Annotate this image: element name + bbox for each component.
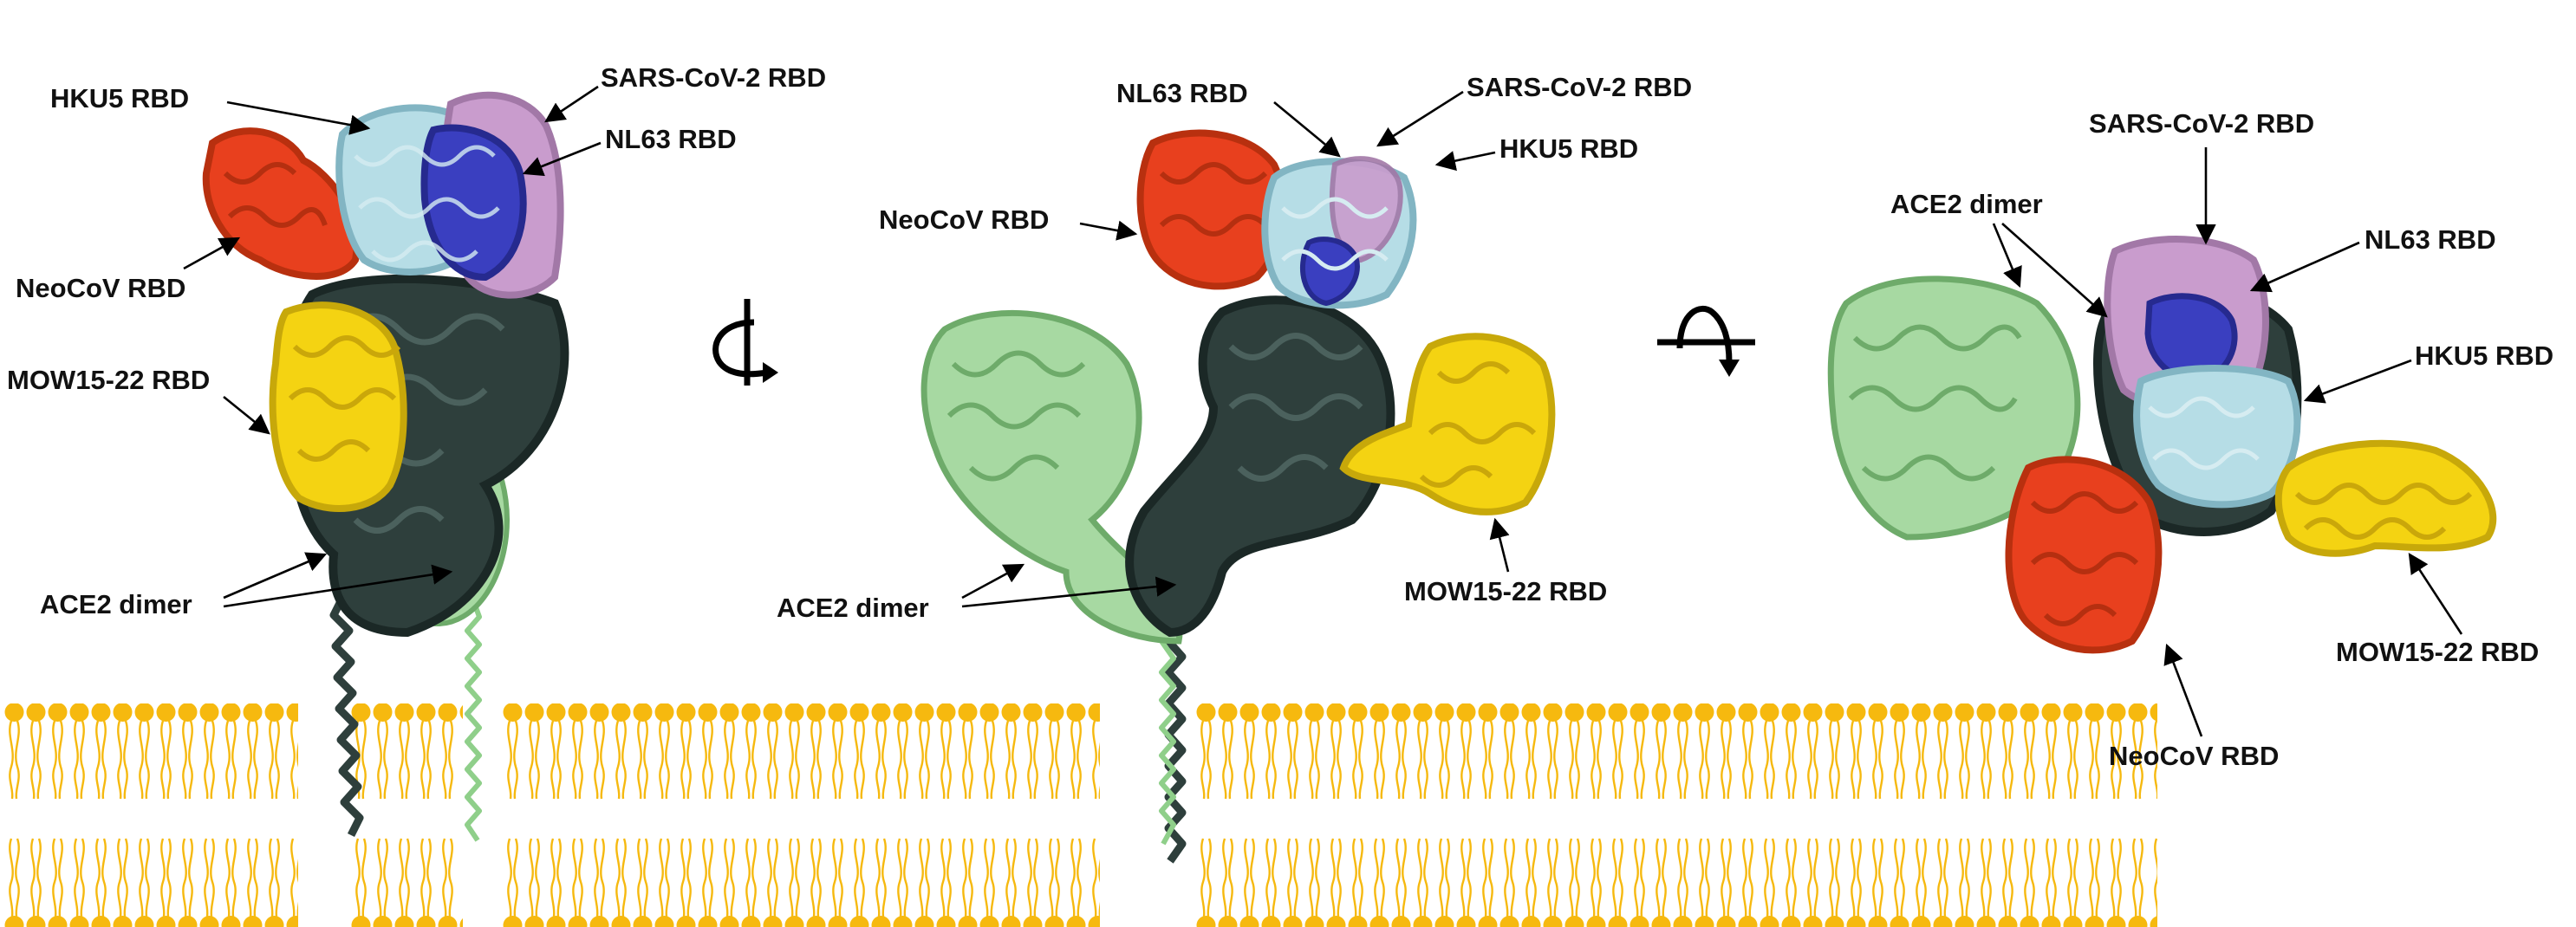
ace2-dark-texture [1228, 333, 1363, 482]
panel-rotated-view: NL63 RBD SARS-CoV-2 RBD HKU5 RBD NeoCoV … [777, 72, 1692, 864]
ace2-light-texture [946, 350, 1086, 482]
label-ace2-dimer: ACE2 dimer [1890, 189, 2043, 219]
label-hku5-rbd: HKU5 RBD [2415, 340, 2553, 371]
ace2-dark-monomer [1125, 295, 1395, 638]
label-neocov-rbd: NeoCoV RBD [2109, 741, 2279, 771]
ace2-tm-helix-light [465, 596, 482, 842]
membrane-segment [1195, 703, 2157, 927]
label-sars-cov-2-rbd: SARS-CoV-2 RBD [2089, 108, 2314, 139]
label-nl63-rbd: NL63 RBD [1116, 78, 1248, 108]
lipid-membrane [3, 703, 2157, 927]
membrane-segment [3, 703, 298, 927]
hku5-rbd [2133, 365, 2301, 509]
mow-texture [288, 335, 401, 462]
membrane-segment [502, 703, 1100, 927]
neocov-rbd [1136, 129, 1287, 290]
panel-top-view: ACE2 dimer SARS-CoV-2 RBD NL63 RBD HKU5 … [1827, 108, 2553, 771]
ace2-light-texture [1848, 324, 2022, 482]
label-neocov-rbd: NeoCoV RBD [879, 204, 1049, 235]
rotate-vertical-axis-icon [712, 299, 778, 386]
panel-side-view: HKU5 RBD SARS-CoV-2 RBD NL63 RBD NeoCoV … [7, 62, 826, 842]
neocov-texture [1159, 162, 1268, 237]
mow-texture [2294, 483, 2473, 540]
nl63-rbd [2144, 293, 2238, 385]
label-mow15-22-rbd: MOW15-22 RBD [7, 365, 210, 395]
label-mow15-22-rbd: MOW15-22 RBD [2336, 637, 2539, 667]
label-ace2-dimer: ACE2 dimer [40, 589, 192, 619]
neocov-texture [223, 162, 328, 228]
mow15-22-rbd [2274, 439, 2497, 557]
ace2-light-monomer [920, 309, 1183, 645]
membrane-segment [350, 703, 463, 927]
label-mow15-22-rbd: MOW15-22 RBD [1404, 576, 1607, 606]
neocov-rbd [202, 127, 361, 280]
label-sars-cov-2-rbd: SARS-CoV-2 RBD [601, 62, 826, 93]
label-hku5-rbd: HKU5 RBD [1499, 133, 1638, 164]
sars-cov-2-rbd [1329, 156, 1403, 263]
hku5-texture [1281, 197, 1389, 271]
label-nl63-rbd: NL63 RBD [2365, 224, 2496, 255]
ace2-tm-helix-light [1159, 639, 1176, 846]
ace2-texture [327, 313, 505, 534]
label-hku5-rbd: HKU5 RBD [50, 83, 189, 113]
rotate-horizontal-axis-icon [1657, 305, 1755, 377]
label-sars-cov-2-rbd: SARS-CoV-2 RBD [1467, 72, 1692, 102]
label-ace2-dimer: ACE2 dimer [777, 593, 929, 623]
rbd-texture [354, 145, 500, 263]
ace2-tm-helix-dark [329, 595, 364, 838]
neocov-rbd [2005, 456, 2163, 654]
neocov-texture [2030, 491, 2139, 626]
mow-texture [1419, 361, 1537, 488]
label-nl63-rbd: NL63 RBD [605, 124, 737, 154]
label-neocov-rbd: NeoCoV RBD [16, 273, 185, 303]
nl63-rbd [1299, 237, 1360, 307]
hku5-texture [2148, 396, 2260, 470]
